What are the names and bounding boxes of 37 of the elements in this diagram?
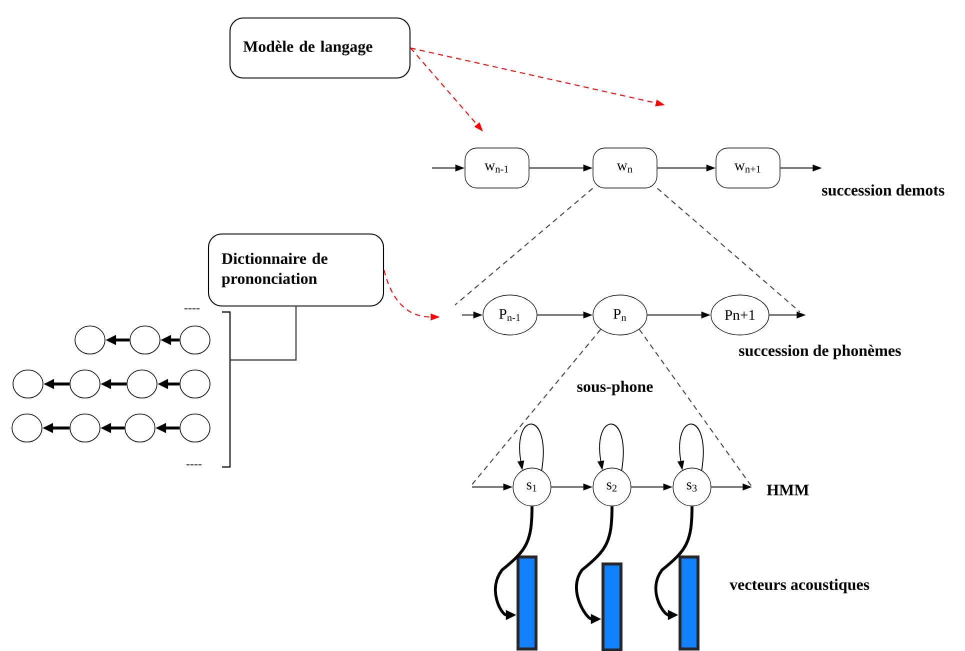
model-box: Modèle de langage: [229, 17, 411, 79]
state-circle: [126, 370, 158, 398]
word-node: w$_{n}$: [592, 148, 658, 188]
state-circle: [12, 370, 44, 398]
acoustic-vector-bar: [516, 556, 538, 650]
state-circle: [74, 326, 106, 354]
state-node: P$_{n}$: [592, 294, 648, 336]
ellipsis: ----: [184, 308, 200, 310]
acoustic-vector-bar: [602, 562, 622, 651]
hmm-state: s$_{3}$: [672, 468, 712, 506]
state-circle: [70, 370, 100, 398]
caption-text: vecteurs acoustiques: [730, 578, 870, 594]
ellipsis: ----: [186, 464, 202, 466]
state-circle: [70, 414, 100, 442]
caption-text: HMM: [766, 484, 809, 496]
state-circle: [12, 414, 42, 442]
caption-text: succession demots: [822, 184, 944, 196]
connector-line: [638, 329, 752, 488]
state-circle: [124, 414, 156, 442]
connector-line: [656, 188, 800, 312]
word-node: w$_{n-1}$: [464, 148, 530, 188]
hmm-state: s$_{2}$: [592, 468, 632, 506]
state-circle: [180, 414, 210, 442]
state-node: Pn+1: [710, 294, 770, 336]
connector-line: [230, 306, 296, 360]
connector-line: [454, 188, 594, 306]
acoustic-vector-bar: [678, 556, 700, 650]
word-node: w$_{n+1}$: [716, 148, 780, 188]
model-box: Dictionnaire de prononciation: [208, 233, 384, 307]
state-node: P$_{n-1}$: [482, 294, 538, 336]
state-circle: [180, 370, 210, 398]
hmm-state: s$_{1}$: [512, 468, 552, 506]
connector-line: [470, 329, 602, 488]
caption-text: succession de phonèmes: [739, 344, 901, 360]
state-circle: [130, 326, 160, 354]
caption-text: sous-phone: [577, 380, 653, 396]
state-circle: [180, 326, 210, 354]
